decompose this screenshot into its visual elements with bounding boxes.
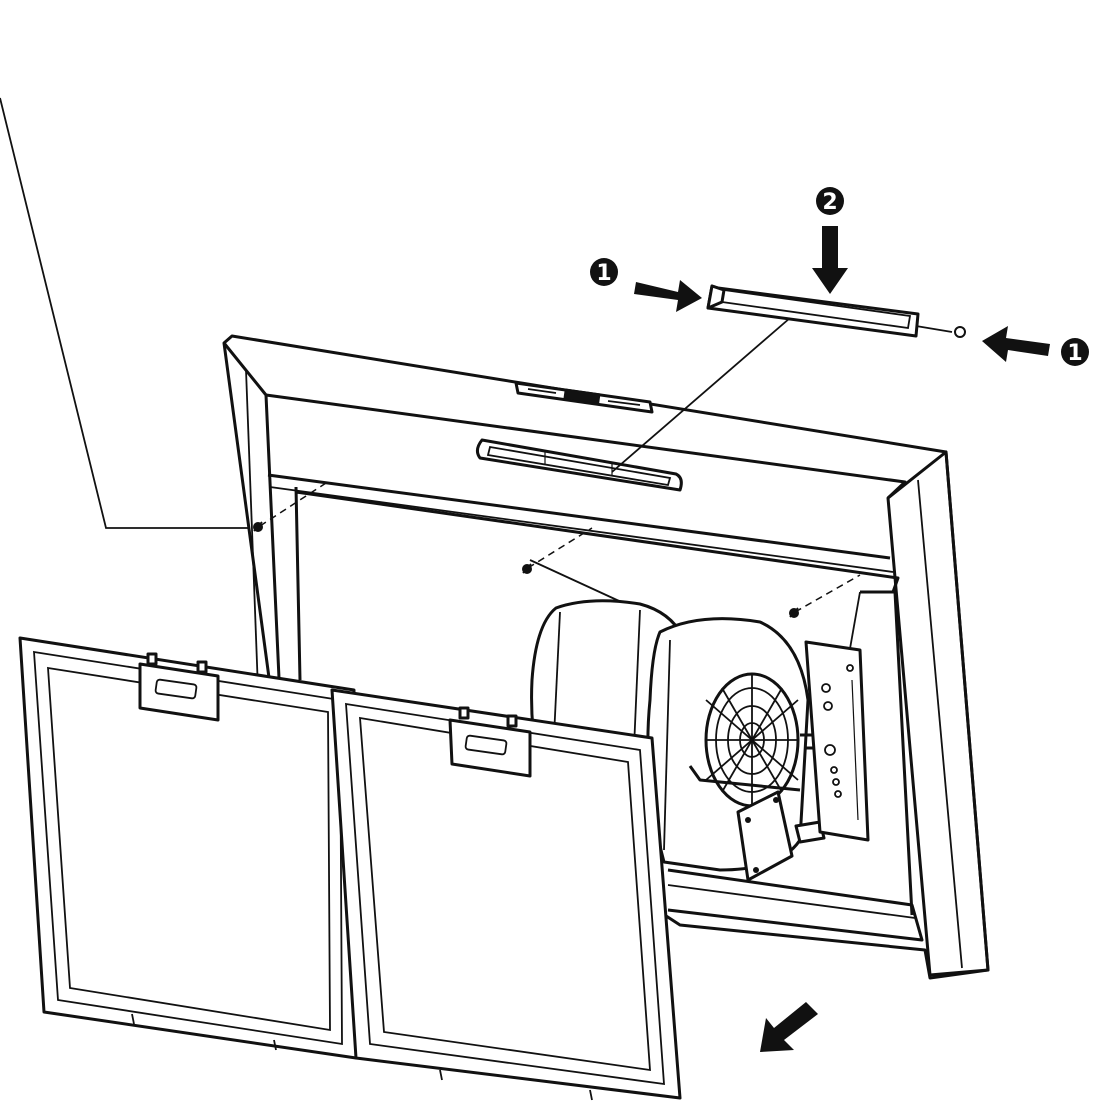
screw-path-left bbox=[259, 482, 327, 527]
step-callout-2-top: 2 bbox=[816, 187, 844, 215]
svg-text:2: 2 bbox=[822, 190, 837, 215]
arrow-down-left-icon bbox=[760, 1002, 818, 1052]
arrow-down-icon bbox=[812, 226, 848, 294]
grease-filter-right bbox=[330, 688, 682, 1101]
screw-icon bbox=[789, 607, 799, 618]
leader-line-left-screw bbox=[0, 97, 256, 529]
screw-path-middle bbox=[527, 527, 593, 569]
leader-line-light bbox=[611, 317, 791, 473]
grease-filter-left bbox=[18, 636, 358, 1060]
step-callout-1-left: 1 bbox=[590, 258, 618, 286]
screw-icon bbox=[522, 563, 532, 574]
electrical-box bbox=[804, 640, 870, 842]
light-assembly bbox=[611, 284, 966, 473]
arrow-left-icon bbox=[982, 326, 1050, 362]
screw-path-right bbox=[794, 574, 861, 613]
svg-text:1: 1 bbox=[1067, 341, 1082, 366]
arrow-right-icon bbox=[634, 280, 702, 312]
svg-text:1: 1 bbox=[596, 261, 611, 286]
step-callout-1-right: 1 bbox=[1061, 338, 1089, 366]
screw-icon bbox=[253, 521, 263, 532]
